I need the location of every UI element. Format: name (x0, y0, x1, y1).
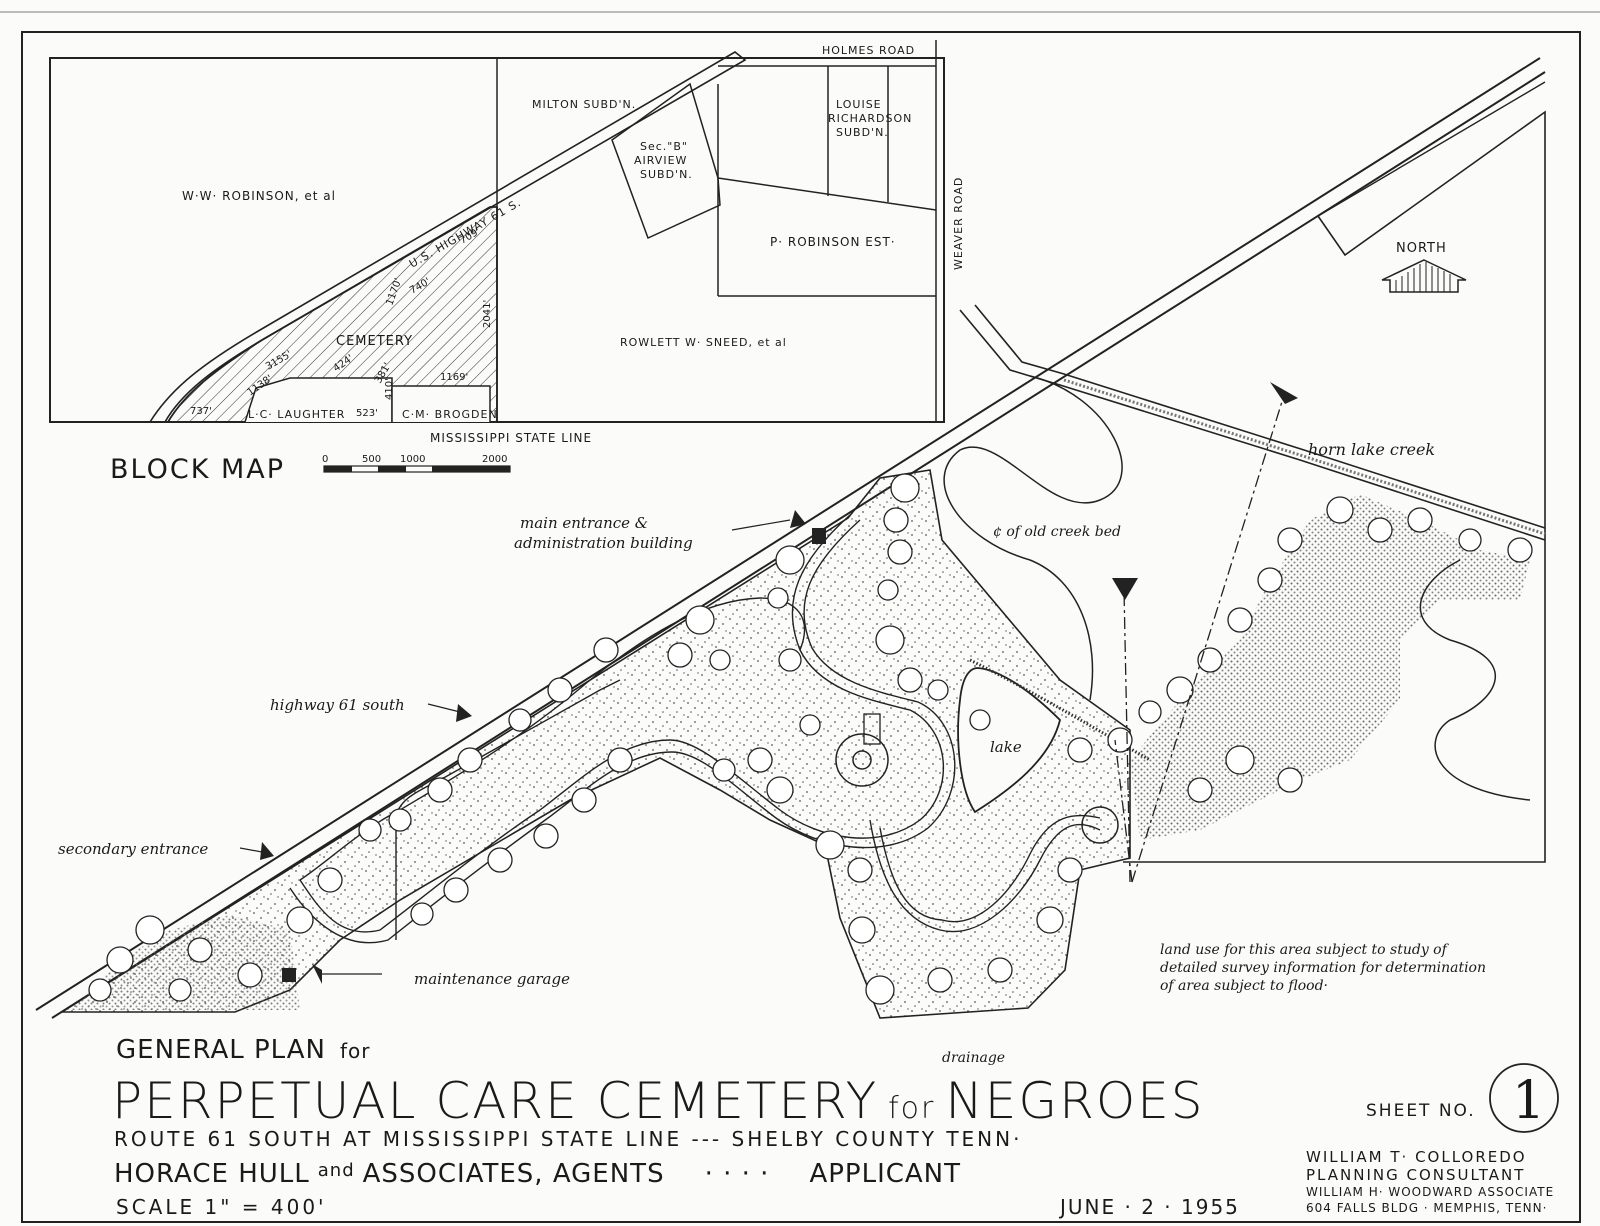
svg-text:2041': 2041' (482, 300, 493, 328)
pond-circle (1081, 806, 1119, 844)
consultant-line-3: WILLIAM H· WOODWARD ASSOCIATE (1306, 1185, 1554, 1199)
svg-text:1000: 1000 (400, 454, 425, 465)
main-entrance-label-2: administration building (514, 534, 693, 552)
memorial-circle (835, 713, 889, 787)
svg-text:0: 0 (322, 454, 328, 465)
secondary-entrance-label: secondary entrance (58, 840, 208, 858)
svg-text:1169': 1169' (440, 372, 468, 383)
svg-text:500: 500 (362, 454, 381, 465)
parcel-airview-1: Sec."B" (640, 140, 688, 153)
parcel-sneed: ROWLETT W· SNEED, et al (620, 336, 787, 349)
cemetery-tract (166, 206, 498, 423)
parcel-ww-robinson: W·W· ROBINSON, et al (182, 189, 336, 203)
block-map-scale-bar: 0 500 1000 2000 (322, 454, 511, 473)
old-creek-bed-label: ¢ of old creek bed (993, 524, 1121, 540)
parcel-richardson-1: LOUISE (836, 98, 882, 111)
title-location: ROUTE 61 SOUTH AT MISSISSIPPI STATE LINE… (114, 1127, 1022, 1151)
title-scale: SCALE 1" = 400' (116, 1195, 327, 1219)
title-date: JUNE · 2 · 1955 (1058, 1195, 1240, 1219)
land-use-note-2: detailed survey information for determin… (1160, 960, 1486, 976)
north-arrow-icon (1381, 259, 1467, 293)
parcel-milton: MILTON SUBD'N. (532, 98, 636, 111)
lake-label: lake (990, 738, 1022, 756)
maintenance-garage-building (282, 968, 296, 982)
svg-text:523': 523' (356, 408, 378, 419)
parcel-cemetery: CEMETERY (336, 334, 413, 349)
parcel-brogden: C·M· BROGDEN (402, 408, 498, 421)
sheet-number-circle (1489, 1063, 1559, 1133)
sheet-number-label: SHEET NO. (1366, 1101, 1476, 1121)
svg-text:737': 737' (190, 406, 212, 417)
consultant-line-1: WILLIAM T· COLLOREDO (1306, 1148, 1527, 1166)
block-map: HOLMES ROAD WEAVER ROAD U.S. HIGHWAY 61 … (49, 40, 965, 445)
weaver-road-label: WEAVER ROAD (952, 177, 965, 270)
parcel-richardson-3: SUBD'N. (836, 126, 889, 139)
highway-61-label: highway 61 south (270, 696, 405, 714)
north-label: NORTH (1396, 241, 1447, 256)
administration-building (812, 528, 826, 544)
parcel-richardson-2: RICHARDSON (828, 112, 912, 125)
land-use-note-3: of area subject to flood· (1160, 978, 1328, 994)
drainage-label: drainage (942, 1050, 1005, 1066)
land-use-note-1: land use for this area subject to study … (1160, 942, 1450, 958)
block-map-title: BLOCK MAP (110, 454, 285, 485)
parcel-airview-2: AIRVIEW (634, 154, 687, 167)
internal-road-main (299, 514, 945, 933)
lake (957, 667, 1061, 814)
consultant-line-4: 604 FALLS BLDG · MEMPHIS, TENN· (1306, 1201, 1547, 1215)
maintenance-garage-label: maintenance garage (414, 970, 570, 988)
old-creek-bed (943, 375, 1123, 701)
sheet-number: 1 (1512, 1071, 1545, 1131)
svg-text:410': 410' (384, 378, 395, 400)
parcel-laughter: L·C· LAUGHTER (248, 408, 345, 421)
horn-lake-creek-label: horn lake creek (1308, 440, 1435, 459)
parcel-p-robinson: P· ROBINSON EST· (770, 235, 896, 249)
tree-clusters (88, 473, 1533, 1005)
site-plan (35, 57, 1546, 1019)
main-entrance-label-1: main entrance & (520, 514, 648, 532)
horn-lake-creek (959, 309, 1546, 541)
state-line-label: MISSISSIPPI STATE LINE (430, 431, 592, 445)
holmes-road-label: HOLMES ROAD (822, 44, 915, 57)
consultant-line-2: PLANNING CONSULTANT (1306, 1166, 1525, 1184)
parcel-airview-3: SUBD'N. (640, 168, 693, 181)
svg-text:2000: 2000 (482, 454, 507, 465)
sheet-border (0, 11, 1600, 1223)
